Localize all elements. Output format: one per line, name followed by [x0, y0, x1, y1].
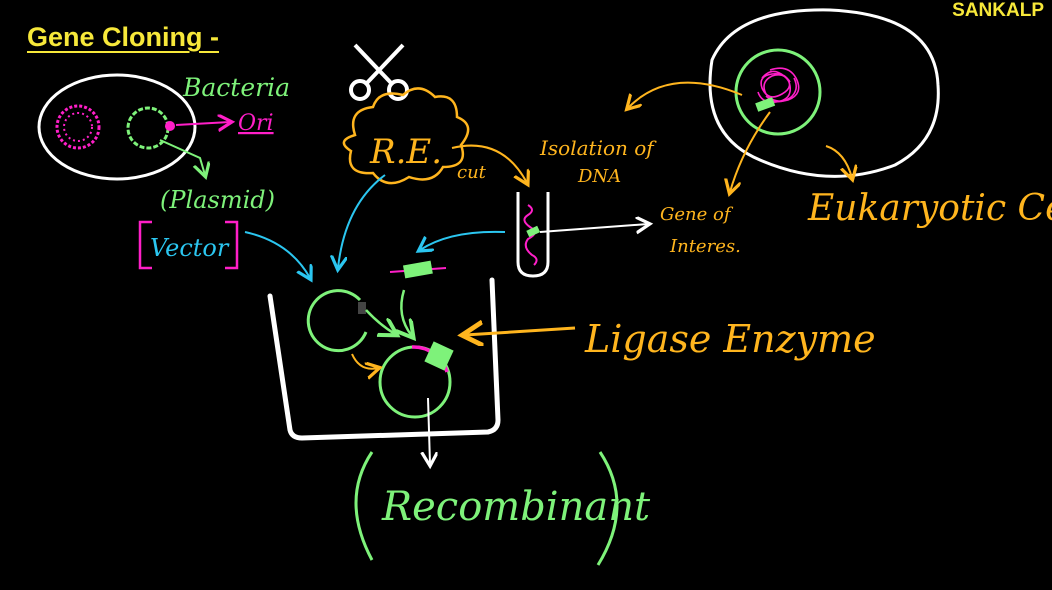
arrow-ligase — [465, 328, 576, 335]
arrow-plasmid-to-recombinant — [351, 353, 378, 369]
label-ligase-enzyme: Ligase Enzyme — [584, 317, 876, 361]
scissors-icon — [349, 43, 409, 101]
brand-label: SANKALP — [952, 0, 1044, 21]
page-title: Gene Cloning - — [27, 22, 219, 52]
label-isolation-line2: DNA — [577, 166, 621, 187]
test-tube — [516, 192, 550, 278]
vector-bracket-left — [138, 220, 152, 270]
gene-fragment — [389, 260, 447, 279]
arrow-re-to-beaker — [338, 174, 386, 268]
label-ori: Ori — [238, 111, 274, 136]
bacteria-cell — [37, 73, 230, 181]
arrow-nucleus-to-gene — [730, 111, 771, 192]
label-vector: Vector — [150, 234, 230, 262]
recombinant-insert — [424, 341, 454, 371]
bacterial-chromosome — [55, 104, 101, 150]
nucleus — [734, 48, 822, 136]
label-restriction-enzyme: R.E. — [369, 132, 442, 172]
label-recombinant: Recombinant — [381, 484, 651, 530]
arrow-ori — [175, 122, 230, 125]
arrow-eukaryotic — [825, 145, 852, 178]
label-bacteria: Bacteria — [182, 73, 290, 102]
arrow-vector-to-beaker — [244, 231, 310, 278]
label-eukaryotic-cell: Eukaryotic Cell — [807, 188, 1052, 229]
arrow-recombinant — [428, 397, 430, 464]
label-isolation-line1: Isolation of — [539, 136, 657, 160]
recombinant-paren-left — [354, 451, 374, 561]
arrow-cut — [451, 144, 527, 183]
chromatin — [757, 67, 800, 104]
gene-of-interest-in-nucleus — [755, 97, 776, 112]
ori-site — [165, 121, 175, 131]
arrow-fragment-to-recombinant — [401, 289, 412, 336]
vector-bracket-right — [225, 220, 239, 270]
eukaryotic-cell-outline — [708, 8, 940, 178]
plasmid — [126, 106, 170, 150]
arrow-gene-of-interest — [539, 224, 648, 232]
label-plasmid: (Plasmid) — [160, 186, 275, 214]
recombinant-paren-right — [596, 451, 619, 566]
beaker — [267, 277, 501, 441]
label-cut: cut — [457, 162, 487, 183]
arrow-tube-to-fragment — [420, 230, 506, 250]
arrow-isolation — [628, 81, 743, 108]
cut-plasmid — [306, 289, 368, 353]
bacteria-cell-outline — [37, 73, 197, 181]
arrow-plasmid — [159, 139, 205, 175]
label-gene-line1: Gene of — [660, 204, 734, 225]
gene-fragment-in-tube — [526, 225, 541, 238]
label-gene-line2: Interes. — [669, 236, 741, 257]
restriction-enzyme-cloud — [342, 87, 470, 185]
arrow-to-recombinant — [365, 309, 395, 334]
plasmid-cut-site — [358, 302, 366, 314]
